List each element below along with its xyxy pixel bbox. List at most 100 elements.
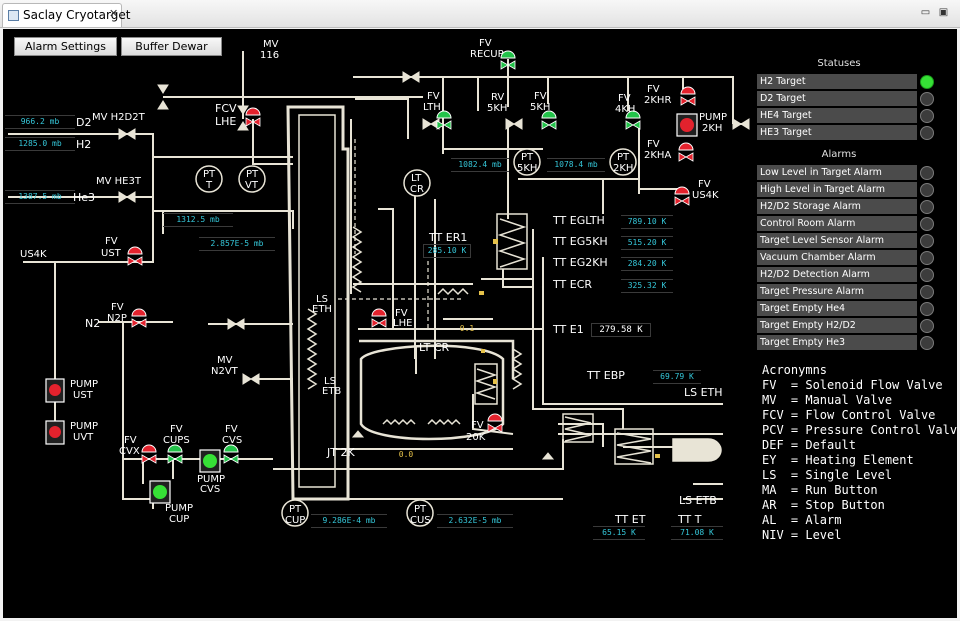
alarm-indicator-icon	[920, 234, 934, 248]
alarm-settings-button[interactable]: Alarm Settings	[14, 37, 117, 56]
fv-n2p-label: FV	[111, 302, 124, 313]
pump-cvs-sublabel: CVS	[200, 484, 221, 495]
rv-5kh-label: RV	[491, 92, 505, 103]
fv-us4k-label: FV	[698, 179, 711, 190]
alarm-indicator-icon	[920, 268, 934, 282]
fv-ust-sublabel: UST	[101, 248, 121, 259]
tt-e1-label: TT E1	[553, 323, 584, 336]
pt-cus-readout: 2.632E-5 mb	[437, 514, 513, 528]
he3-pressure-readout: 1387.5 mb	[5, 190, 75, 204]
pump-ust-label: PUMP	[70, 379, 99, 390]
alarm-row: Control Room Alarm	[757, 216, 917, 231]
fv-cvs-sublabel: CVS	[222, 435, 243, 446]
fv-5kh-label: FV	[534, 91, 547, 102]
fv-cvx-label: FV	[124, 435, 137, 446]
fv-recup-label: FV	[479, 38, 492, 49]
fv-20k-sublabel: 20K	[466, 432, 486, 443]
acronym-line: FV = Solenoid Flow Valve	[762, 378, 943, 392]
tt-eglth-label: TT EGLTH	[553, 214, 605, 227]
he3-label: He3	[73, 191, 96, 204]
minimize-icon[interactable]: ▭	[920, 7, 931, 18]
instrument-bubbles	[195, 148, 637, 527]
alarm-indicator-icon	[920, 166, 934, 180]
fv-lhe-label: FV	[395, 308, 408, 319]
manual-valves	[118, 71, 750, 460]
tab-saclay-cryotarget[interactable]: Saclay Cryotarget ✕	[2, 3, 130, 27]
synoptic-canvas: Alarm Settings Buffer Dewar MV 116 FV RE…	[3, 29, 957, 618]
pump-uvt-sublabel: UVT	[73, 432, 94, 443]
pt-cup-readout: 9.286E-4 mb	[311, 514, 387, 528]
fv-recup-sublabel: RECUP	[470, 49, 504, 60]
maximize-icon[interactable]: ▣	[938, 7, 949, 18]
acronym-line: AL = Alarm	[762, 513, 842, 527]
mv-he3t-label: MV HE3T	[96, 176, 141, 187]
status-row: D2 Target	[757, 91, 917, 106]
pt-lth-readout: 1082.4 mb	[451, 158, 509, 172]
ls-eth-small-sublabel: ETH	[312, 304, 332, 315]
fv-cvs-label: FV	[225, 424, 238, 435]
ls-eth-small-label: LS	[316, 294, 328, 305]
alarm-indicator-icon	[920, 251, 934, 265]
jt-2k-label: JT 2K	[327, 446, 355, 459]
mv-n2vt-sublabel: N2VT	[211, 366, 238, 377]
fv-ust-label: FV	[105, 236, 118, 247]
acronym-line: FCV = Flow Control Valve	[762, 408, 936, 422]
pumps	[45, 113, 698, 504]
lt-cr-bubble-label: LT	[411, 173, 422, 184]
close-icon[interactable]: ✕	[109, 7, 119, 20]
pt-vt-label: PT	[246, 169, 259, 180]
rv-5kh-sublabel: 5KH	[487, 103, 508, 114]
h2-label: H2	[76, 138, 92, 151]
pt-t-readout: 1312.5 mb	[163, 213, 233, 227]
status-row: H2 Target	[757, 74, 917, 89]
fv-lhe-sublabel: LHE	[393, 318, 413, 329]
process-diagram	[8, 50, 750, 527]
acronym-line: MV = Manual Valve	[762, 393, 893, 407]
fv-2kha-sublabel: 2KHA	[644, 150, 672, 161]
status-indicator-icon	[920, 75, 934, 89]
acronym-line: LS = Single Level	[762, 468, 893, 482]
buffer-dewar-button[interactable]: Buffer Dewar	[121, 37, 222, 56]
fv-n2p-sublabel: N2P	[107, 313, 127, 324]
acronyms-heading: Acronymns	[762, 363, 828, 377]
n2-label: N2	[85, 317, 101, 330]
pt-2kh-sublabel: 2KH	[613, 163, 634, 174]
tt-eglth-readout: 789.10 K	[621, 215, 673, 229]
tt-ecr-label: TT ECR	[553, 278, 593, 291]
green-valves	[167, 50, 641, 464]
lt-cr-bubble-sublabel: CR	[410, 184, 424, 195]
tt-ecr-readout: 325.32 K	[621, 279, 673, 293]
acronym-line: NIV = Level	[762, 528, 842, 542]
tt-e1-readout: 279.58 K	[591, 323, 651, 337]
mv-116-label: MV	[263, 39, 279, 50]
pump-2kh-label: PUMP	[699, 112, 728, 123]
ls-etb-small-label: LS	[324, 376, 336, 387]
fv-us4k-sublabel: US4K	[692, 190, 719, 201]
pt-vt-readout: 2.857E-5 mb	[199, 237, 275, 251]
fv-4kh-sublabel: 4KH	[615, 104, 636, 115]
pt-t-sublabel: T	[206, 180, 213, 191]
ls-eth-label: LS ETH	[684, 386, 723, 399]
pt-cus-sublabel: CUS	[410, 515, 431, 526]
tt-eg5kh-readout: 515.20 K	[621, 236, 673, 250]
pt-cus-label: PT	[414, 504, 427, 515]
pt-vt-sublabel: VT	[245, 180, 258, 191]
pt-cup-label: PT	[289, 504, 302, 515]
ls-etb-label: LS ETB	[679, 494, 717, 507]
fv-cups-sublabel: CUPS	[163, 435, 190, 446]
alarm-row: Target Empty H2/D2	[757, 318, 917, 333]
alarm-row: H2/D2 Storage Alarm	[757, 199, 917, 214]
pt-5kh-label: PT	[521, 152, 534, 163]
us4k-label: US4K	[20, 249, 47, 260]
status-indicator-icon	[920, 109, 934, 123]
alarms-heading: Alarms	[821, 149, 857, 160]
alarm-indicator-icon	[920, 217, 934, 231]
d2-pressure-readout: 966.2 mb	[5, 115, 75, 129]
h2-pressure-readout: 1285.0 mb	[5, 137, 75, 151]
pump-uvt-label: PUMP	[70, 421, 99, 432]
tab-label: Saclay Cryotarget	[23, 8, 131, 22]
alarm-row: Target Empty He4	[757, 301, 917, 316]
acronym-line: PCV = Pressure Control Valve	[762, 423, 957, 437]
acronym-line: MA = Run Button	[762, 483, 878, 497]
lt-cr-level-readout: 0.1	[459, 324, 475, 333]
